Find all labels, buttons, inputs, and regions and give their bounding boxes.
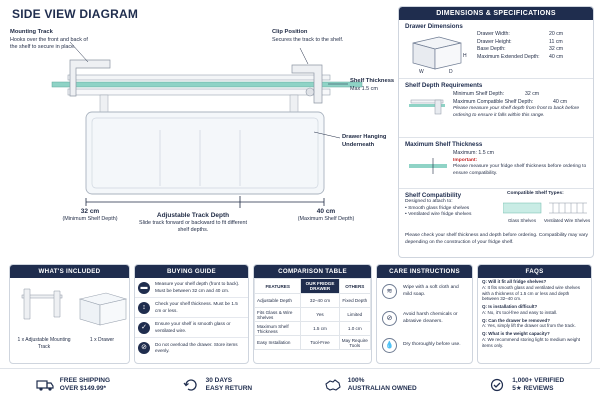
dim-max-depth: 40 cm(Maximum Shelf Depth) [297, 208, 355, 223]
compat-title: Shelf Compatibility [405, 192, 462, 199]
buying-header: BUYING GUIDE [135, 265, 248, 278]
compat-types-title: Compatible Shelf Types: [507, 191, 564, 196]
faq-item: Q: Can the drawer be removed?A: Yes, sim… [482, 317, 576, 329]
max-thickness-title: Maximum Shelf Thickness [405, 141, 483, 148]
care-instructions: CARE INSTRUCTIONS ≋Wipe with a soft clot… [376, 264, 473, 364]
spec-row: Base Depth:32 cm [477, 46, 564, 53]
australia-icon [325, 378, 341, 391]
comparison-header: COMPARISON TABLE [254, 265, 371, 278]
spec-row: Drawer Width:20 cm [477, 31, 564, 37]
compat-designed: Designed to attach to: [405, 199, 453, 204]
included-illustration [21, 288, 128, 326]
type-wire: Ventilated Wire Shelves [543, 218, 591, 223]
faqs: FAQS Q: Will it fit all fridge shelves?A… [477, 264, 592, 364]
diagram-illustration [51, 41, 363, 208]
buying-item: ▬Measure your shelf depth (front to back… [135, 278, 248, 298]
compat-item: • Ventilated wire fridge shelves [405, 212, 472, 218]
shelf-depth-title: Shelf Depth Requirements [405, 82, 483, 89]
specs-header: DIMENSIONS & SPECIFICATIONS [399, 7, 593, 20]
max-shelf-thickness: Maximum Shelf Thickness Maximum: 1.5 cm … [399, 138, 593, 188]
whats-included: WHAT'S INCLUDED 1 x Adjustable Mounting … [9, 264, 130, 364]
care-header: CARE INSTRUCTIONS [377, 265, 472, 278]
faqs-header: FAQS [478, 265, 591, 278]
included-header: WHAT'S INCLUDED [10, 265, 129, 278]
thickness-value: Maximum: 1.5 cm [453, 150, 494, 156]
spec-row: Minimum Shelf Depth:32 cm [453, 91, 540, 97]
type-glass: Glass Shelves [507, 218, 537, 223]
care-item: ≋Wipe with a soft cloth and mild soap. [377, 278, 472, 305]
spec-row: Maximum Compatible Shelf Depth:40 cm [453, 98, 568, 105]
buying-item: ⊘Do not overload the drawer. Store items… [135, 338, 248, 358]
return-icon [183, 378, 197, 391]
axis-w: W [419, 69, 424, 73]
shelf-compatibility: Shelf Compatibility Designed to attach t… [399, 189, 593, 257]
thickness-icon [409, 158, 447, 174]
buying-guide: BUYING GUIDE ▬Measure your shelf depth (… [134, 264, 249, 364]
comparison-grid: FEATURES OUR FRIDGE DRAWER OTHERS Adjust… [254, 278, 371, 350]
axis-h: H [463, 53, 467, 59]
buying-item: ↕Check your shelf thickness. Must be 1.5… [135, 298, 248, 318]
specs-panel: DIMENSIONS & SPECIFICATIONS Drawer Dimen… [398, 6, 594, 258]
shelf-depth-icon [409, 99, 445, 115]
thickness-note: Please measure your fridge shelf thickne… [453, 164, 587, 176]
no-chemicals-icon: ⊘ [382, 311, 397, 326]
no-icon: ⊘ [138, 342, 150, 354]
care-item: 💧Dry thoroughly before use. [377, 332, 472, 359]
footer-australian: 100%AUSTRALIAN OWNED [324, 377, 417, 393]
box-dimension-icon: H W D [412, 36, 467, 73]
page-title: SIDE VIEW DIAGRAM [12, 7, 139, 21]
dim-min-depth: 32 cm(Minimum Shelf Depth) [62, 208, 118, 223]
drawer-dimensions-title: Drawer Dimensions [405, 23, 463, 30]
label-drawer-hanging: Drawer Hanging Underneath [342, 134, 387, 148]
col-features: FEATURES [254, 278, 302, 294]
ruler-icon: ▬ [138, 281, 150, 294]
verified-icon [491, 378, 504, 391]
important-label: Important: [453, 157, 478, 163]
thickness-icon: ↕ [138, 301, 150, 314]
shelf-depth-requirements: Shelf Depth Requirements Minimum Shelf D… [399, 79, 593, 137]
truck-icon [36, 379, 54, 391]
faq-item: Q: Is installation difficult?A: No, it's… [482, 304, 558, 315]
drop-icon: 💧 [382, 338, 397, 353]
compat-footnote: Please check your shelf thickness and de… [405, 233, 588, 245]
cloth-icon: ≋ [382, 284, 397, 299]
shelf-depth-note: Please measure your shelf depth from fro… [453, 106, 580, 118]
buying-item: ✓Ensure your shelf is smooth glass or ve… [135, 318, 248, 338]
care-item: ⊘Avoid harsh chemicals or abrasive clean… [377, 305, 472, 332]
axis-d: D [449, 69, 453, 73]
drawer-dimensions: Drawer Dimensions H W D Drawer Width:20 … [399, 20, 593, 78]
shelf-types-icon [503, 202, 587, 214]
included-item: 1 x Adjustable Mounting Track [17, 337, 71, 350]
faq-item: Q: Will it fit all fridge shelves?A: It … [482, 279, 581, 302]
col-ours: OUR FRIDGE DRAWER [300, 278, 340, 294]
included-item: 1 x Drawer [89, 337, 115, 343]
comparison-table: COMPARISON TABLE FEATURES OUR FRIDGE DRA… [253, 264, 372, 364]
compat-item: • Smooth glass fridge shelves [405, 205, 470, 211]
check-icon: ✓ [138, 321, 150, 334]
spec-row: Drawer Height:11 cm [477, 38, 563, 45]
faq-item: Q: What is the weight capacity?A: We rec… [482, 331, 580, 348]
spec-row: Maximum Extended Depth:40 cm [477, 53, 564, 60]
col-others: OTHERS [338, 278, 371, 294]
